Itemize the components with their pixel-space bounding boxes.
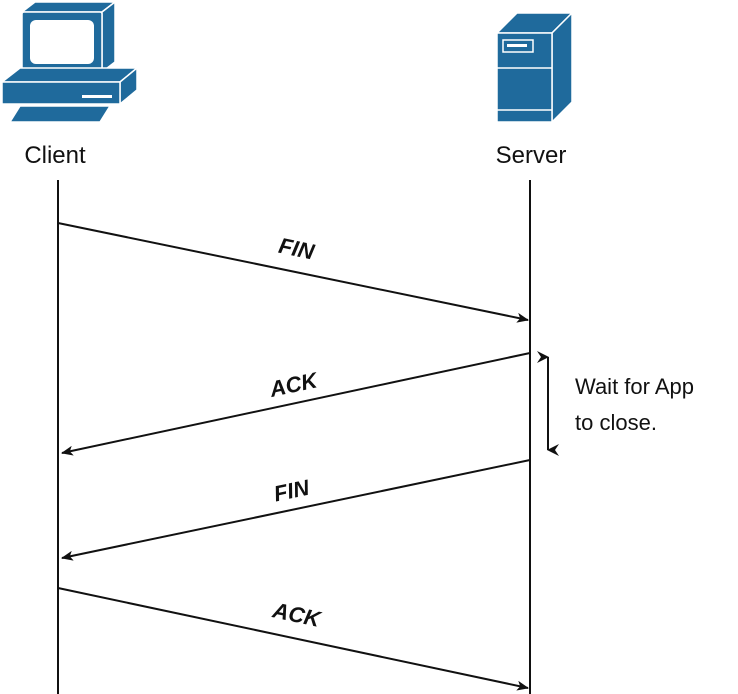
server-label: Server [496, 142, 567, 169]
message-arrow-fin-2 [62, 460, 530, 558]
wait-annotation-line2: to close. [575, 410, 657, 435]
client-label: Client [24, 142, 86, 169]
message-label-fin-2: FIN [272, 475, 313, 507]
server-tower-icon [497, 13, 572, 122]
message-label-fin-1: FIN [277, 233, 318, 265]
message-label-ack-1: ACK [267, 367, 322, 402]
message-label-ack-2: ACK [270, 597, 325, 632]
desktop-computer-icon [2, 2, 137, 122]
wait-annotation-line1: Wait for App [575, 374, 694, 399]
message-arrow-ack-1 [62, 353, 530, 453]
